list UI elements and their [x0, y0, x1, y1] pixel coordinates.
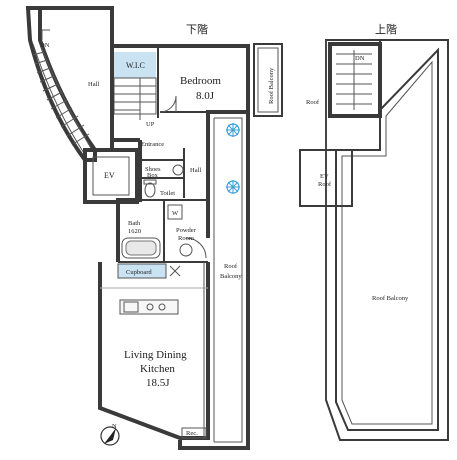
bedroom-label: Bedroom [180, 75, 221, 87]
rec-storage [181, 427, 207, 439]
bedroom-left-wall [110, 46, 140, 142]
roof-upper-label: Roof [306, 99, 320, 106]
interior-stairs [113, 77, 157, 120]
hall-wall [40, 6, 114, 152]
toilet-label: Toilet [160, 190, 175, 197]
powder-label-1: Powder [176, 227, 197, 234]
cupboard-label: Cupboard [126, 269, 152, 276]
ev-shaft [83, 148, 139, 204]
ldk-wall [98, 262, 210, 440]
shoes-label-2: Box [147, 172, 159, 179]
hall-mid-label: Hall [190, 167, 201, 174]
ev-roof-label-1: EV [320, 173, 329, 180]
powder-label-2: Room [178, 235, 194, 242]
lower-floor-heading: 下階 [186, 22, 208, 36]
ac-unit-icon [226, 123, 240, 137]
powder-sink [179, 243, 193, 257]
dn-arrow-icon [41, 29, 50, 40]
ev-label: EV [104, 171, 115, 180]
wic-fill [114, 52, 156, 78]
upper-floor-plan [299, 39, 449, 441]
bedroom-size: 8.0J [196, 90, 215, 102]
kitchen-counter [119, 299, 179, 315]
toilet-fixture [144, 182, 156, 198]
roof-balcony-upper-label: Roof Balcony [372, 295, 409, 302]
up-label: UP [146, 121, 155, 128]
upper-floor-heading: 上階 [375, 22, 397, 36]
roof-balcony-lower-label-2: Balcony [220, 273, 242, 280]
roof-balcony-top [253, 43, 283, 117]
ev-roof-label-2: Roof [318, 181, 332, 188]
living-label-2: Kitchen [140, 363, 175, 375]
hall-left-label: Hall [88, 81, 99, 88]
bedroom-door [159, 95, 177, 113]
ac-unit-icon-2 [226, 180, 240, 194]
wic-label: W.I.C [126, 61, 145, 70]
cupboard [117, 263, 167, 279]
dn-upper-label: DN [355, 55, 365, 62]
ev-car [92, 156, 130, 196]
curved-staircase [25, 6, 97, 162]
roof-balcony-lower [178, 110, 250, 450]
entrance-label: Entrance [141, 141, 164, 148]
powder-door [185, 237, 207, 259]
hall-sink [172, 164, 184, 176]
washer-box [167, 204, 183, 220]
compass-icon [100, 426, 120, 446]
rec-label: Rec. [186, 430, 198, 437]
bath-label-2: 1620 [128, 228, 141, 235]
living-label-1: Living Dining [124, 349, 187, 361]
w-label: W [172, 210, 179, 217]
shoes-label-1: Shoes [145, 166, 161, 173]
compass-n-label: N [112, 423, 117, 430]
living-size: 18.5J [146, 377, 170, 389]
bath-label-1: Bath [128, 220, 141, 227]
bathtub [121, 237, 161, 259]
dn-left-label: DN [40, 42, 50, 49]
roof-balcony-top-label: Roof Balcony [268, 67, 275, 104]
roof-balcony-lower-label-1: Roof [224, 263, 238, 270]
